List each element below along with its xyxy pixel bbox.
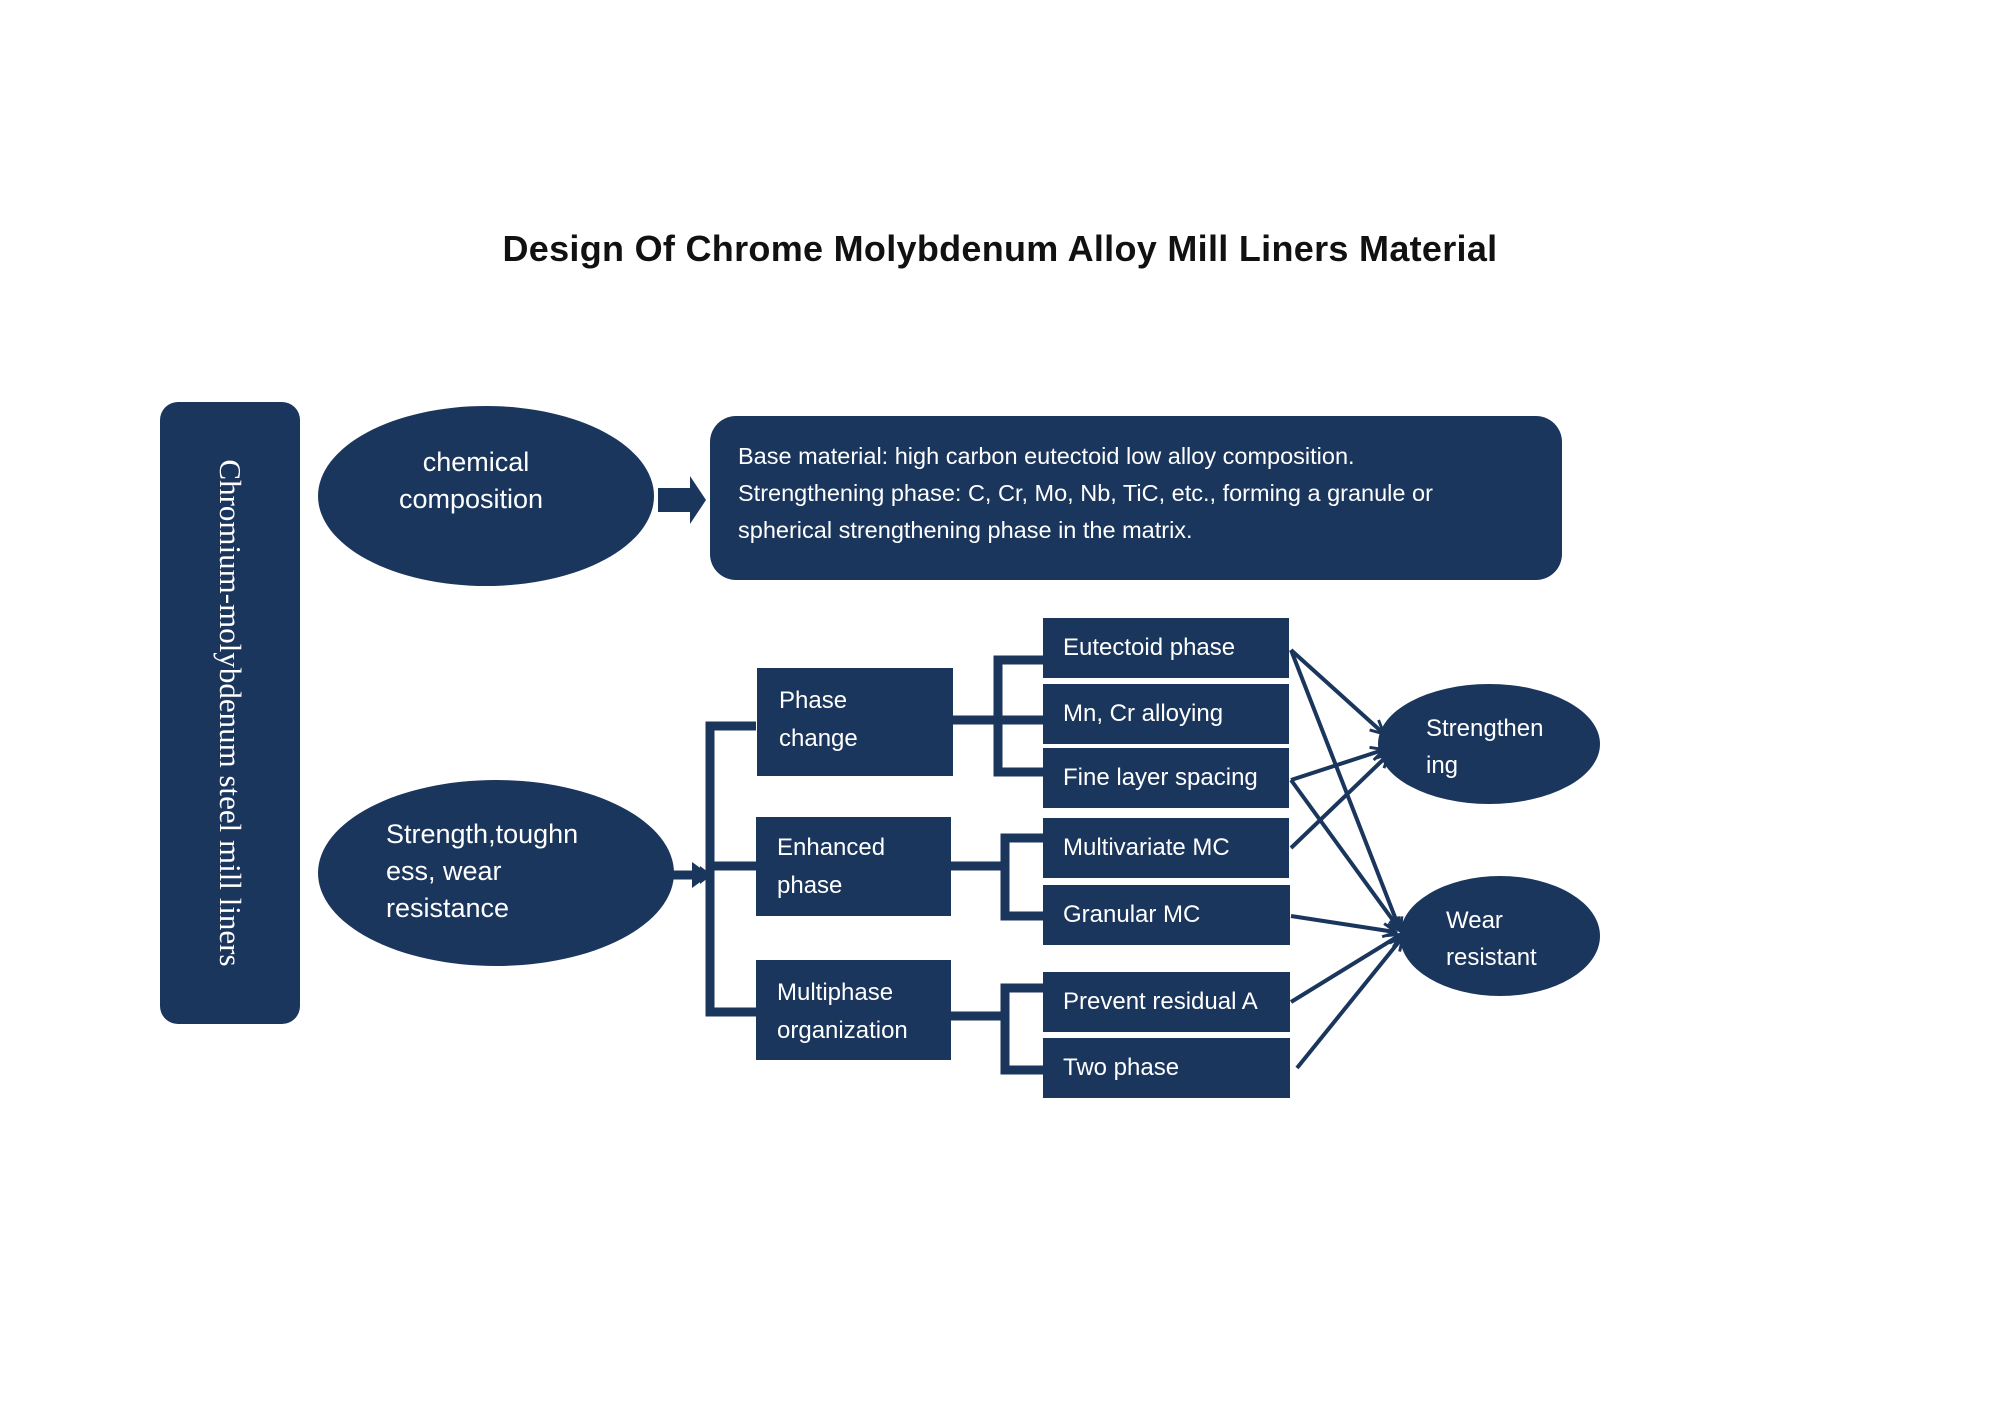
- arrow-multivariate-strengthening: [1289, 755, 1388, 850]
- item-multivariate-mc: Multivariate MC: [1043, 818, 1289, 878]
- info-line1: Base material: high carbon eutectoid low…: [738, 443, 1355, 469]
- item-two-phase: Two phase: [1043, 1038, 1290, 1098]
- wear-line1: Wear: [1446, 907, 1503, 934]
- root-node: Chromium-molybdenum steel mill liners: [160, 402, 300, 1024]
- block-arrow-icon: [658, 476, 706, 524]
- enhanced-phase-line1: Enhanced: [777, 834, 886, 861]
- phase-change-line1: Phase: [779, 687, 848, 714]
- arrow-twophase-wear: [1295, 938, 1402, 1070]
- multiphase-bracket: [1000, 983, 1043, 1075]
- item-granular-mc: Granular MC: [1043, 885, 1290, 945]
- wear-resistant-node: Wear resistant: [1400, 876, 1600, 996]
- wear-line2: resistant: [1446, 944, 1537, 971]
- chemical-composition-node: chemical composition: [318, 406, 654, 586]
- enhanced-bracket: [1000, 833, 1043, 921]
- item-mn-cr-alloying: Mn, Cr alloying: [1043, 684, 1289, 744]
- info-line3: spherical strengthening phase in the mat…: [738, 517, 1193, 543]
- info-line2: Strengthening phase: C, Cr, Mo, Nb, TiC,…: [738, 480, 1433, 506]
- phase-change-node: Phase change: [757, 668, 953, 776]
- arrow-eutectoid-strengthening: [1289, 648, 1383, 733]
- strengthening-line2: ing: [1426, 752, 1459, 779]
- page-title: Design Of Chrome Molybdenum Alloy Mill L…: [502, 228, 1498, 269]
- multiphase-node: Multiphase organization: [756, 960, 951, 1060]
- enhanced-phase-node: Enhanced phase: [756, 817, 951, 916]
- strength-node: Strength,toughn ess, wear resistance: [318, 780, 674, 966]
- arrow-prevent-wear: [1289, 935, 1400, 1004]
- strengthening-node: Strengthen ing: [1378, 684, 1600, 804]
- strength-line2: ess, wear: [386, 856, 502, 886]
- strength-line1: Strength,toughn: [386, 819, 579, 849]
- chemical-info-box: Base material: high carbon eutectoid low…: [710, 416, 1562, 580]
- multiphase-line1: Multiphase: [777, 979, 894, 1006]
- arrow-eutectoid-wear: [1289, 649, 1400, 930]
- enhanced-phase-line2: phase: [777, 872, 843, 899]
- chemical-line1: chemical: [422, 447, 530, 477]
- item-fine-layer-spacing: Fine layer spacing: [1043, 748, 1289, 808]
- arrow-fine-strengthening: [1290, 750, 1383, 782]
- phase-change-line2: change: [779, 725, 858, 752]
- multiphase-line2: organization: [777, 1017, 908, 1044]
- arrow-granular-wear: [1290, 914, 1395, 932]
- item-prevent-residual-a: Prevent residual A: [1043, 972, 1290, 1032]
- strengthening-line1: Strengthen: [1426, 715, 1544, 742]
- item-eutectoid-phase: Eutectoid phase: [1043, 618, 1289, 678]
- arrow-fine-wear: [1289, 778, 1400, 930]
- chemical-line2: composition: [398, 484, 544, 514]
- strength-line3: resistance: [386, 893, 510, 923]
